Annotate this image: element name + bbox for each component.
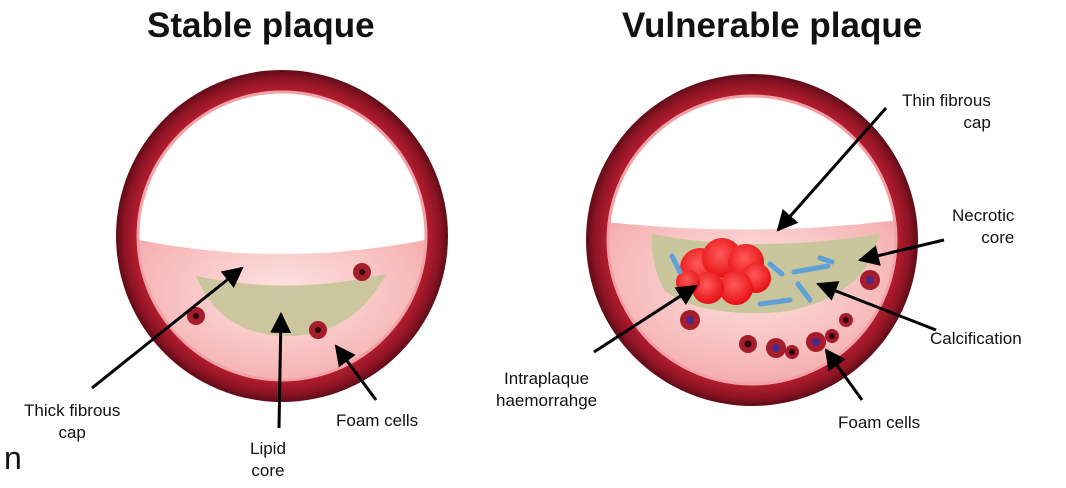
stable-vessel bbox=[116, 70, 448, 420]
label-thick-fibrous-cap: Thick fibrous cap bbox=[24, 400, 120, 444]
arrow-lipid-core bbox=[279, 314, 281, 428]
edge-text-fragment: n bbox=[4, 440, 22, 477]
label-calcification: Calcification bbox=[930, 328, 1022, 350]
label-foam-cells-stable: Foam cells bbox=[336, 410, 418, 432]
label-intraplaque-haemorrhage: Intraplaque haemorrahge bbox=[496, 368, 597, 412]
label-thin-fibrous-cap: Thin fibrous cap bbox=[902, 90, 991, 134]
label-necrotic-core: Necrotic core bbox=[952, 205, 1014, 249]
label-foam-cells-vulnerable: Foam cells bbox=[838, 412, 920, 434]
label-lipid-core: Lipid core bbox=[250, 438, 286, 482]
